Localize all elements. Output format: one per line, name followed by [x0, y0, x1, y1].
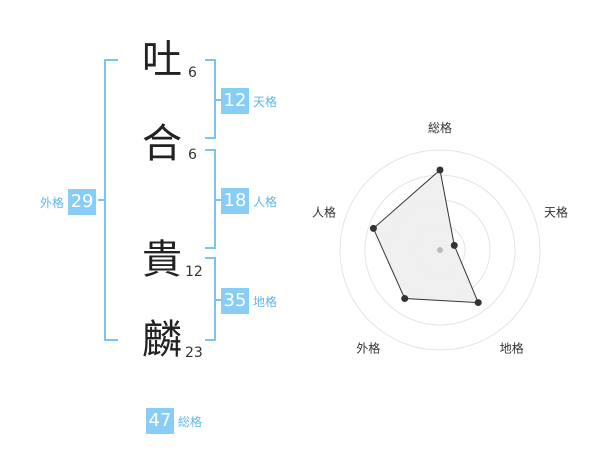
stroke-count-4: 23 [185, 345, 203, 361]
radar-polygon [372, 169, 479, 304]
radar-ring [339, 149, 541, 351]
name-char-4: 麟 [142, 317, 182, 363]
soukaku-label: 総格 [178, 414, 203, 429]
jinkaku-badge: 18 人格 [221, 188, 277, 214]
stroke-count-2: 6 [188, 147, 197, 163]
radar-point-2 [474, 299, 482, 307]
chikaku-value: 35 [221, 288, 249, 314]
radar-center-dot [437, 247, 443, 253]
tenkaku-badge: 12 天格 [221, 88, 277, 114]
stroke-count-3: 12 [185, 264, 203, 280]
gaikaku-value: 29 [68, 189, 97, 215]
stroke-count-1: 6 [188, 65, 197, 81]
radar-points [369, 166, 482, 307]
chikaku-label: 地格 [253, 294, 278, 309]
tenkaku-bracket [205, 59, 216, 139]
radar-point-4 [369, 224, 377, 232]
soukaku-value: 47 [146, 408, 174, 434]
name-char-1: 吐 [142, 37, 182, 83]
jinkaku-value: 18 [221, 188, 249, 214]
radar-axis-label-1: 天格 [544, 204, 568, 219]
jinkaku-bracket [205, 149, 216, 249]
name-char-2: 合 [142, 121, 182, 167]
radar-point-1 [450, 241, 458, 249]
tenkaku-value: 12 [221, 88, 249, 114]
gaikaku-badge: 外格 29 [40, 189, 97, 215]
radar-point-0 [436, 166, 444, 174]
radar-axis-label-3: 外格 [356, 341, 380, 356]
name-char-3: 貴 [142, 237, 182, 283]
radar-axis-label-4: 人格 [312, 204, 336, 219]
jinkaku-label: 人格 [253, 194, 278, 209]
chikaku-badge: 35 地格 [221, 288, 277, 314]
gaikaku-label: 外格 [40, 195, 65, 210]
tenkaku-label: 天格 [253, 94, 278, 109]
soukaku-badge: 47 総格 [146, 408, 202, 434]
chikaku-bracket [205, 257, 216, 341]
radar-axis-label-2: 地格 [500, 341, 524, 356]
gaikaku-bracket [104, 59, 118, 341]
radar-point-3 [401, 295, 409, 303]
radar-axis-label-0: 総格 [428, 120, 452, 135]
